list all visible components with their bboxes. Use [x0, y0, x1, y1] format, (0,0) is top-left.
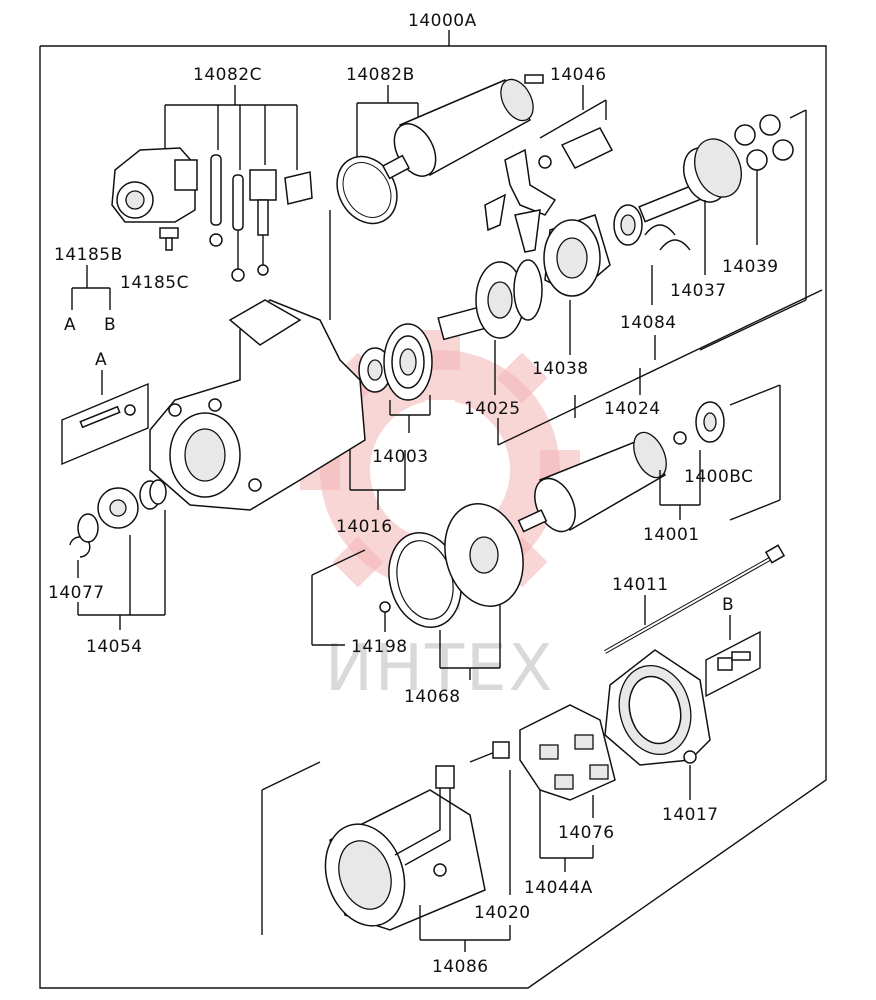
terminal-housing-part	[111, 147, 198, 223]
label-14082B: 14082B	[346, 65, 415, 85]
leader-line	[497, 289, 823, 446]
bolt-14185C	[159, 227, 179, 251]
shaft-14025	[437, 259, 543, 395]
label-14038: 14038	[532, 359, 589, 379]
outline-box	[39, 30, 827, 989]
label-14003: 14003	[372, 447, 429, 467]
terminal-wires-part	[209, 154, 313, 282]
label-14017: 14017	[662, 805, 719, 825]
armature-14001	[517, 384, 781, 533]
label-14025: 14025	[464, 399, 521, 419]
label-14082C: 14082C	[193, 65, 262, 85]
bracket-14046	[539, 85, 607, 139]
label-14198: 14198	[351, 637, 408, 657]
label-14016: 14016	[336, 517, 393, 537]
label-14039: 14039	[722, 257, 779, 277]
label-14185C: 14185C	[120, 273, 189, 293]
solenoid-part	[381, 74, 544, 180]
watermark-text: ИНТЕХ	[325, 632, 554, 706]
label-14077: 14077	[48, 583, 105, 603]
label-14000A: 14000A	[408, 11, 477, 31]
bracket-14016	[349, 450, 406, 510]
label-14084: 14084	[620, 313, 677, 333]
label-14020: 14020	[474, 903, 531, 923]
label-14001: 14001	[643, 525, 700, 545]
label-14076: 14076	[558, 823, 615, 843]
brush-holder-14044A	[519, 704, 616, 872]
label-14068: 14068	[404, 687, 461, 707]
label-14037: 14037	[670, 281, 727, 301]
gears-14039	[699, 109, 807, 351]
through-bolt-14011	[604, 544, 786, 654]
inset-B	[705, 615, 761, 698]
pinion-14054	[69, 479, 167, 630]
label-14011: 14011	[612, 575, 669, 595]
planetary-shaft-14037	[638, 138, 742, 275]
label-B-inset: B	[722, 595, 734, 615]
label-1400BC: 1400BC	[684, 467, 754, 487]
label-14054: 14054	[86, 637, 143, 657]
lever-part	[484, 127, 614, 253]
label-A-inset: A	[95, 350, 107, 370]
bracket-14082C	[164, 85, 298, 170]
bracket-14185B	[71, 265, 111, 310]
label-14185B: 14185B	[54, 245, 123, 265]
label-A-top: A	[64, 315, 76, 335]
rear-cover-14017	[604, 649, 711, 800]
label-14086: 14086	[432, 957, 489, 977]
yoke-14086	[261, 761, 511, 952]
inset-A	[61, 370, 149, 466]
label-14044A: 14044A	[524, 878, 593, 898]
bolt-14020	[469, 741, 511, 895]
label-14024: 14024	[604, 399, 661, 419]
label-14046: 14046	[550, 65, 607, 85]
drive-housing-part	[149, 299, 366, 511]
gear-housing-14038	[543, 214, 611, 355]
label-B-top: B	[104, 315, 116, 335]
bearing-14003	[358, 323, 433, 433]
yoke-ring-14068	[311, 503, 524, 680]
bracket-14024	[574, 335, 656, 418]
clip-14084	[613, 204, 691, 305]
